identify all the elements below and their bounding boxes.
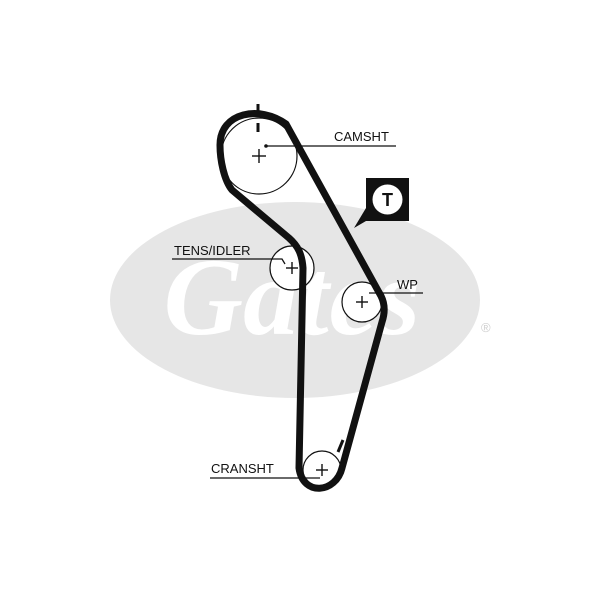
water-pump-center-mark <box>356 296 368 308</box>
camshaft-center-mark <box>252 149 266 163</box>
timing-belt <box>216 110 388 492</box>
crankshaft-center-mark <box>316 464 328 476</box>
crankshaft-timing-mark <box>336 439 345 453</box>
tensioner-badge-letter: T <box>382 190 393 210</box>
camshaft-leader-dot <box>264 144 268 148</box>
tensioner-badge-pointer <box>354 208 366 228</box>
tensioner-center-mark <box>286 262 298 274</box>
tensioner-badge: T <box>354 178 409 228</box>
tensioner-badge-circle <box>372 184 403 215</box>
water-pump-label: WP <box>397 277 418 292</box>
registered-mark: ® <box>481 320 491 335</box>
camshaft-label: CAMSHT <box>334 129 389 144</box>
tensioner-idler-label: TENS/IDLER <box>174 243 251 258</box>
tensioner-leader-line <box>172 258 286 265</box>
crankshaft-label: CRANSHT <box>211 461 274 476</box>
